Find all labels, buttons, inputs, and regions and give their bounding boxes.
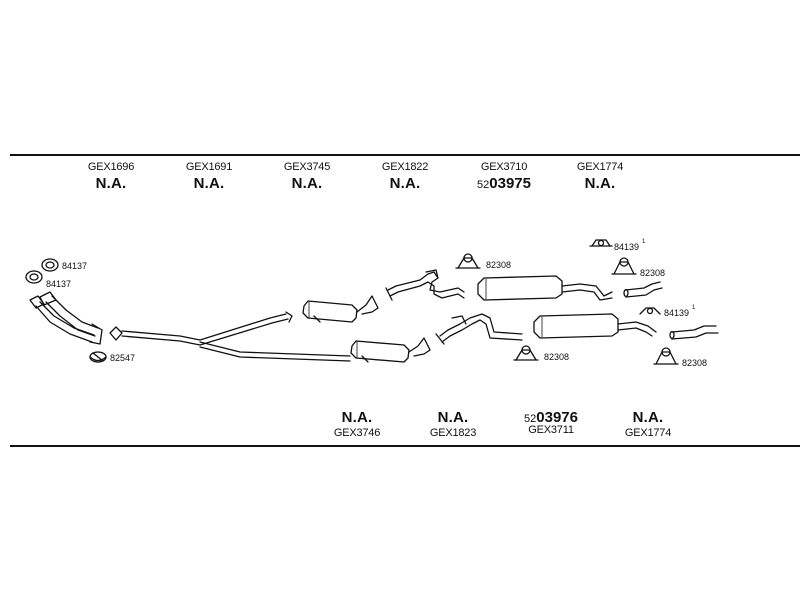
rear-silencer-upper bbox=[477, 275, 613, 301]
top-part-column-1: GEX1696 N.A. bbox=[66, 161, 156, 192]
label-bracket-upper-sup: 1 bbox=[642, 239, 646, 245]
availability-status: N.A. bbox=[193, 175, 225, 192]
label-clamp-right-upper: 82308 bbox=[640, 268, 665, 278]
top-part-column-4: GEX1822 N.A. bbox=[360, 161, 450, 192]
top-part-column-5: GEX3710 5203975 bbox=[459, 161, 549, 192]
label-bracket-upper: 84139 bbox=[614, 242, 639, 252]
front-downpipe bbox=[29, 291, 103, 345]
part-number-main: 03976 bbox=[536, 409, 578, 426]
part-code: GEX3711 bbox=[528, 424, 574, 436]
bottom-part-column-1: N.A. GEX3746 bbox=[312, 410, 402, 439]
label-clamp-mid-lower: 82308 bbox=[544, 352, 569, 362]
part-code: GEX1691 bbox=[185, 161, 233, 173]
rear-silencer-lower bbox=[533, 313, 657, 339]
part-number-main: 03975 bbox=[489, 175, 531, 192]
clamp-front bbox=[89, 351, 107, 363]
part-code: GEX3746 bbox=[333, 427, 381, 439]
front-silencer-lower bbox=[350, 337, 431, 363]
part-number-prefix: 52 bbox=[477, 179, 490, 191]
top-part-column-2: GEX1691 N.A. bbox=[164, 161, 254, 192]
bottom-part-column-4: N.A. GEX1774 bbox=[603, 410, 693, 439]
label-clamp-mid-upper: 82308 bbox=[486, 260, 511, 270]
availability-status: N.A. bbox=[437, 409, 469, 426]
middle-pipe-lower bbox=[435, 313, 523, 345]
clamp-right-lower bbox=[653, 347, 679, 365]
part-code: GEX3745 bbox=[283, 161, 331, 173]
part-code: GEX1774 bbox=[576, 161, 624, 173]
availability-status: N.A. bbox=[632, 409, 664, 426]
label-ring-upper: 84137 bbox=[62, 261, 87, 271]
part-number: 5203976 bbox=[506, 410, 596, 425]
middle-pipe-upper bbox=[385, 269, 465, 301]
part-code: GEX1822 bbox=[381, 161, 429, 173]
sealing-ring-upper bbox=[41, 258, 59, 272]
part-code: GEX3710 bbox=[480, 161, 528, 173]
clamp-mid-lower bbox=[513, 345, 539, 361]
clamp-right-upper bbox=[611, 257, 637, 275]
part-code: GEX1696 bbox=[87, 161, 135, 173]
availability-status: N.A. bbox=[95, 175, 127, 192]
label-ring-lower: 84137 bbox=[46, 279, 71, 289]
availability-status: N.A. bbox=[389, 175, 421, 192]
label-bracket-lower-sup: 1 bbox=[692, 305, 696, 311]
tailpipe-lower bbox=[669, 325, 719, 340]
bracket-upper bbox=[589, 239, 613, 247]
label-bracket-lower: 84139 bbox=[664, 308, 689, 318]
bottom-divider-line bbox=[10, 445, 800, 447]
part-code: GEX1823 bbox=[429, 427, 477, 439]
availability-status: N.A. bbox=[291, 175, 323, 192]
top-divider-line bbox=[10, 154, 800, 156]
label-clamp-right-lower: 82308 bbox=[682, 358, 707, 368]
bottom-part-column-3: 5203976 GEX3711 bbox=[506, 410, 596, 436]
availability-status: N.A. bbox=[341, 409, 373, 426]
front-silencer-upper bbox=[302, 295, 379, 323]
top-part-column-6: GEX1774 N.A. bbox=[555, 161, 645, 192]
label-clamp-front: 82547 bbox=[110, 353, 135, 363]
part-number: 5203975 bbox=[459, 176, 549, 191]
bottom-part-column-2: N.A. GEX1823 bbox=[408, 410, 498, 439]
clamp-mid-upper bbox=[455, 253, 481, 269]
part-number-prefix: 52 bbox=[524, 413, 537, 425]
top-part-column-3: GEX3745 N.A. bbox=[262, 161, 352, 192]
bracket-lower bbox=[639, 307, 661, 315]
tailpipe-upper bbox=[623, 281, 663, 298]
availability-status: N.A. bbox=[584, 175, 616, 192]
sealing-ring-lower bbox=[25, 270, 43, 284]
part-code: GEX1774 bbox=[624, 427, 672, 439]
intermediate-y-pipe bbox=[109, 311, 351, 362]
